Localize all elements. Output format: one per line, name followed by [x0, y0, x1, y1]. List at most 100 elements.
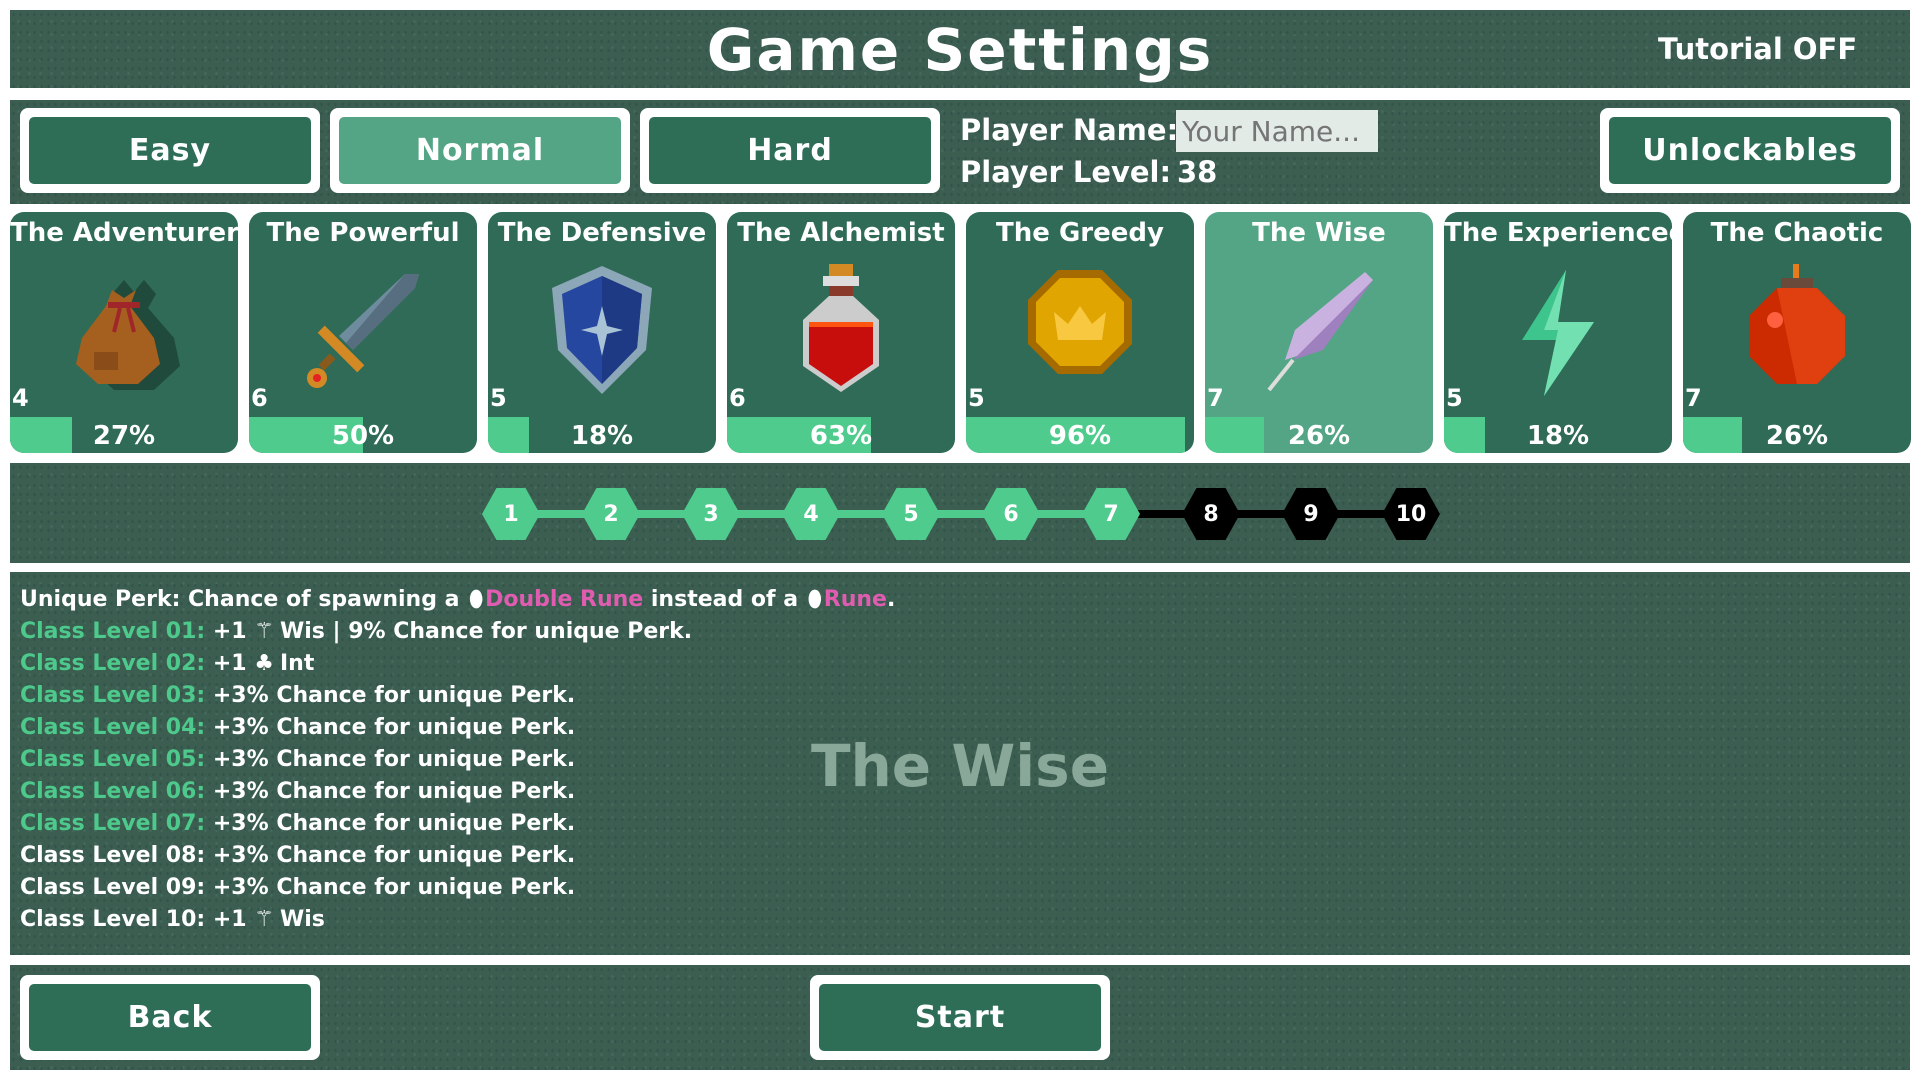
class-name: The Alchemist [737, 218, 945, 248]
level-node-2: 2 [582, 488, 640, 540]
track-connector [1111, 510, 1211, 518]
feather-icon [1267, 272, 1373, 392]
class-progress-bar [1205, 417, 1265, 453]
class-level: 6 [251, 384, 268, 412]
class-level-line: Class Level 08: +3% Chance for unique Pe… [20, 843, 576, 868]
class-card-3[interactable]: The Alchemist 6 63% [727, 212, 955, 453]
difficulty-label: Easy [29, 117, 311, 184]
unlockables-label: Unlockables [1609, 117, 1891, 184]
class-progress-text: 50% [331, 421, 395, 451]
class-card-6[interactable]: The Experienced 5 18% [1444, 212, 1672, 453]
class-progress-bar [488, 417, 530, 453]
class-level-line: Class Level 10: +1 ⚚ Wis [20, 904, 895, 936]
shield-icon [552, 266, 652, 394]
wis-icon: ⚚ [254, 907, 275, 932]
class-level-line: Class Level 09: +3% Chance for unique Pe… [20, 875, 576, 900]
player-level-value: 38 [1177, 155, 1218, 189]
player-name-input[interactable] [1176, 110, 1378, 152]
class-level-line: Class Level 06: +3% Chance for unique Pe… [20, 779, 576, 804]
difficulty-normal-button[interactable]: Normal [330, 108, 630, 193]
class-card-5[interactable]: The Wise 7 26% [1205, 212, 1433, 453]
rune-icon: ⬮ [469, 587, 484, 612]
class-name: The Wise [1252, 218, 1386, 248]
unlockables-button[interactable]: Unlockables [1600, 108, 1900, 193]
class-progress-bar [249, 417, 363, 453]
class-level-line: Class Level 02: +1 ♣ Int [20, 648, 895, 680]
track-connector [1311, 510, 1411, 518]
class-level: 4 [12, 384, 29, 412]
class-progress-bar [1683, 417, 1743, 453]
player-name-label: Player Name: [960, 113, 1179, 147]
bomb-icon [1749, 264, 1845, 384]
class-progress-text: 26% [1287, 421, 1351, 451]
unique-perk-line: Unique Perk: Chance of spawning a ⬮Doubl… [20, 584, 895, 616]
level-node-5: 5 [882, 488, 940, 540]
level-node-4: 4 [782, 488, 840, 540]
class-level-line: Class Level 07: +3% Chance for unique Pe… [20, 811, 576, 836]
class-progress-bar [1444, 417, 1486, 453]
track-connector [511, 510, 611, 518]
class-card-7[interactable]: The Chaotic 7 26% [1683, 212, 1911, 453]
class-card-2[interactable]: The Defensive 5 18% [488, 212, 716, 453]
settings-bar [10, 100, 1910, 204]
class-level: 7 [1207, 384, 1224, 412]
level-node-3: 3 [682, 488, 740, 540]
class-level-line: Class Level 03: +3% Chance for unique Pe… [20, 683, 576, 708]
class-details-panel: The Wise [10, 572, 1910, 955]
potion-icon [803, 264, 879, 392]
class-name: The Defensive [497, 218, 707, 248]
sword-icon [307, 274, 419, 388]
class-progress-bar [727, 417, 871, 453]
class-watermark: The Wise [810, 732, 1110, 800]
class-name: The Experienced [1444, 218, 1672, 248]
class-progress-text: 18% [1526, 421, 1590, 451]
rune-text: Rune [823, 587, 887, 612]
track-connector [1011, 510, 1111, 518]
start-button[interactable]: Start [810, 975, 1110, 1060]
class-name: The Powerful [266, 218, 460, 248]
track-connector [711, 510, 811, 518]
difficulty-easy-button[interactable]: Easy [20, 108, 320, 193]
class-name: The Greedy [996, 218, 1164, 248]
class-progress-text: 63% [809, 421, 873, 451]
class-progress-bar [966, 417, 1185, 453]
class-level: 5 [968, 384, 985, 412]
player-level-label: Player Level: [960, 155, 1172, 189]
class-progress-text: 26% [1765, 421, 1829, 451]
difficulty-label: Normal [339, 117, 621, 184]
class-level: 6 [729, 384, 746, 412]
class-name: The Adventurer [10, 218, 238, 248]
coin-icon [1028, 270, 1132, 374]
start-label: Start [819, 984, 1101, 1051]
class-level: 5 [490, 384, 507, 412]
difficulty-hard-button[interactable]: Hard [640, 108, 940, 193]
difficulty-label: Hard [649, 117, 931, 184]
back-button[interactable]: Back [20, 975, 320, 1060]
tutorial-toggle[interactable]: Tutorial OFF [1658, 32, 1858, 66]
header-bar: Game Settings Tutorial OFF [10, 10, 1910, 88]
class-level-line: Class Level 04: +3% Chance for unique Pe… [20, 715, 576, 740]
wis-icon: ⚚ [254, 619, 275, 644]
class-progress-text: 96% [1048, 421, 1112, 451]
class-progress-bar [10, 417, 72, 453]
class-card-0[interactable]: The Adventurer 4 27% [10, 212, 238, 453]
bag-icon [76, 280, 180, 390]
class-description: Unique Perk: Chance of spawning a ⬮Doubl… [20, 584, 895, 936]
class-level: 5 [1446, 384, 1463, 412]
track-connector [811, 510, 911, 518]
track-connector [1211, 510, 1311, 518]
class-level-line: Class Level 05: +3% Chance for unique Pe… [20, 747, 576, 772]
class-card-4[interactable]: The Greedy 5 96% [966, 212, 1194, 453]
class-name: The Chaotic [1710, 218, 1884, 248]
class-card-1[interactable]: The Powerful 6 50% [249, 212, 477, 453]
int-icon: ♣ [254, 651, 275, 676]
double-rune-text: Double Rune [485, 587, 644, 612]
back-label: Back [29, 984, 311, 1051]
track-connector [611, 510, 711, 518]
class-progress-text: 18% [570, 421, 634, 451]
rune-icon: ⬮ [807, 587, 822, 612]
class-progress-text: 27% [92, 421, 156, 451]
page-title: Game Settings [706, 16, 1214, 84]
track-connector [911, 510, 1011, 518]
lightning-icon [1522, 270, 1594, 396]
